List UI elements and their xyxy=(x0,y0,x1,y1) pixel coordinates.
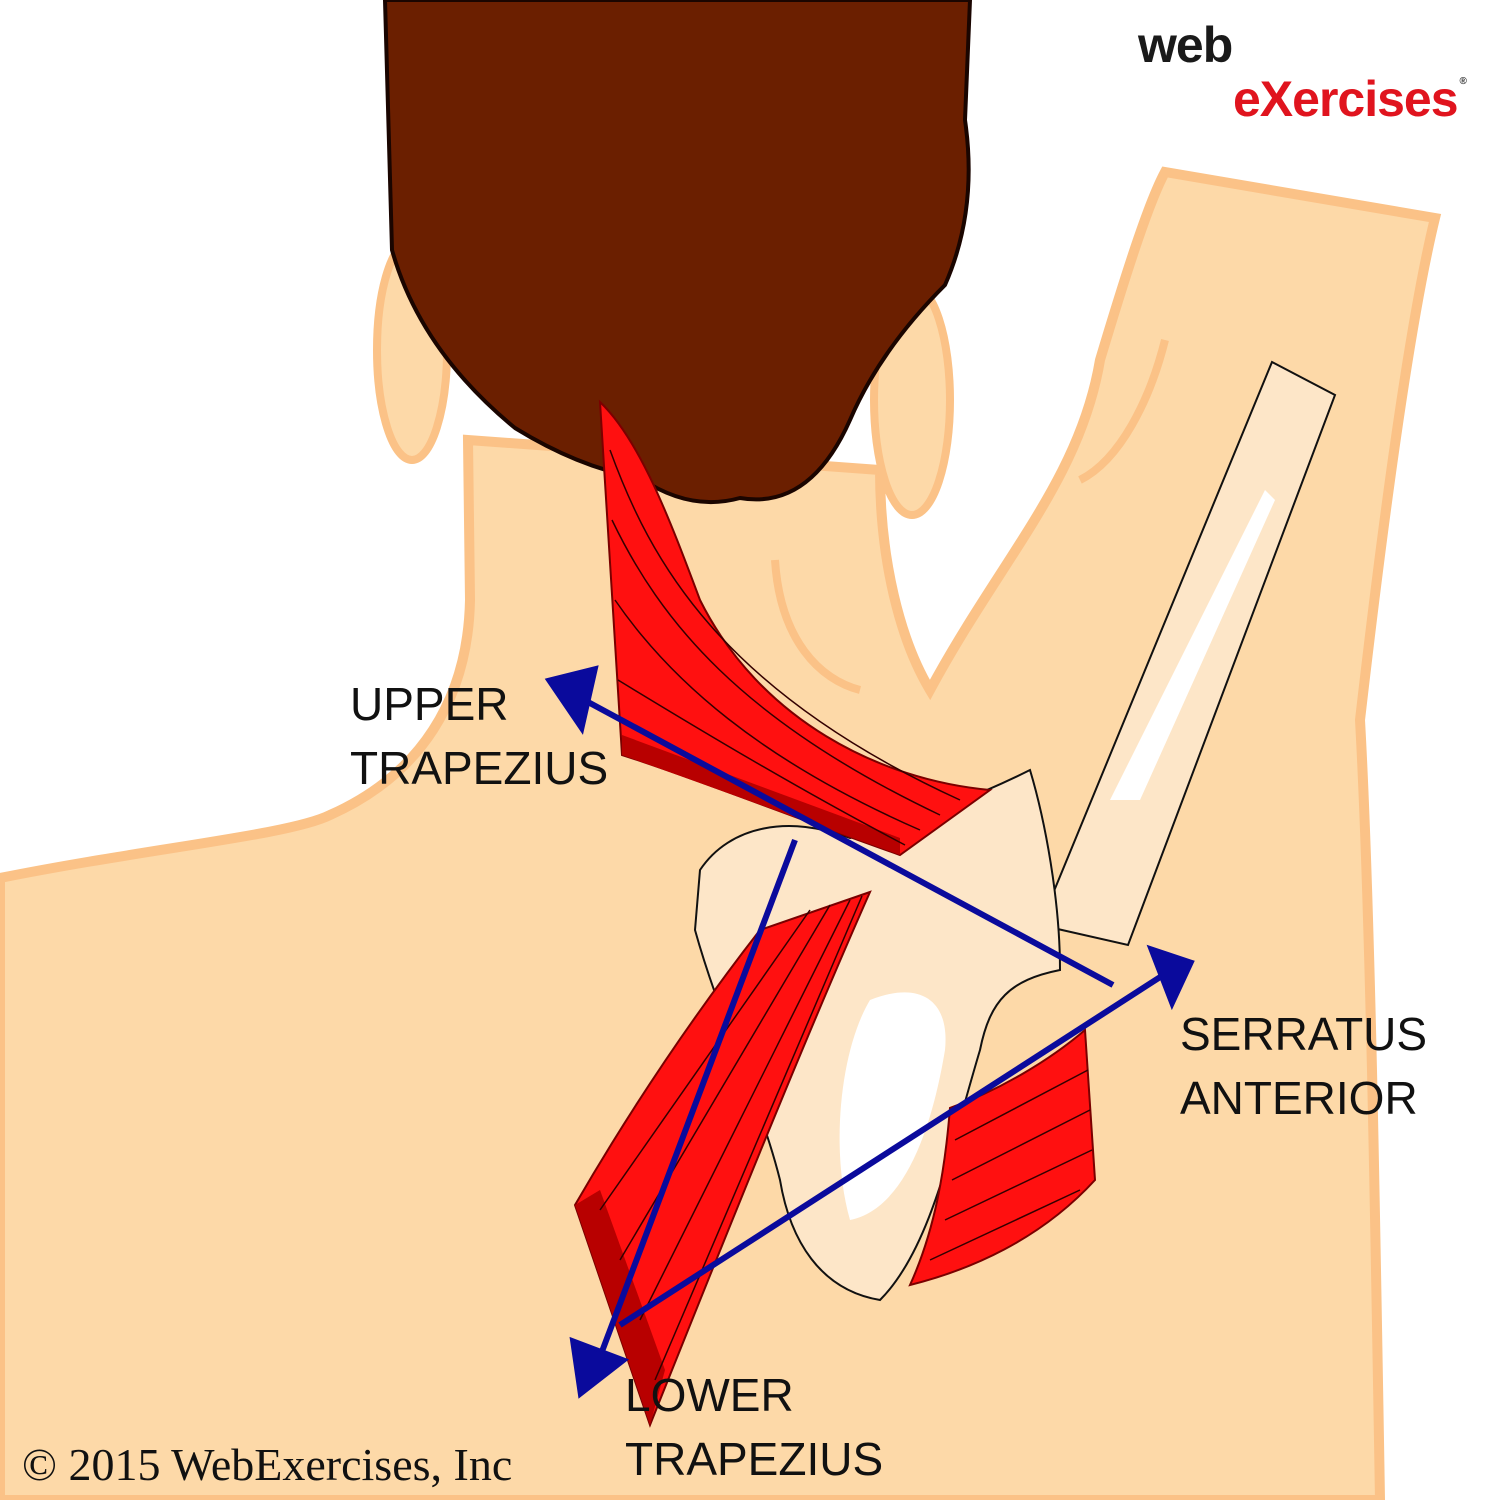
upper-trapezius-arrow xyxy=(573,692,1115,988)
logo-registered-mark: ® xyxy=(1459,76,1467,87)
neck-shade xyxy=(771,339,1169,694)
upper-trapezius-label: UPPER TRAPEZIUS xyxy=(350,672,608,800)
label-line: LOWER xyxy=(625,1369,794,1421)
lower-trapezius-label: LOWER TRAPEZIUS xyxy=(625,1363,883,1491)
label-line: ANTERIOR xyxy=(1180,1072,1418,1124)
lower-trapezius-arrow xyxy=(592,838,798,1372)
label-line: SERRATUS xyxy=(1180,1008,1428,1060)
label-line: UPPER xyxy=(350,678,509,730)
serratus-anterior-arrow xyxy=(618,969,1170,1328)
direction-arrows xyxy=(544,665,1195,1399)
humerus-highlight xyxy=(1110,490,1275,800)
logo-web-text: web xyxy=(1138,17,1233,73)
label-line: TRAPEZIUS xyxy=(350,742,609,794)
serratus-anterior-muscle xyxy=(908,1027,1097,1287)
serratus-anterior-arrowhead xyxy=(1146,944,1195,1011)
webexercises-logo: web eXercises® xyxy=(1138,18,1467,126)
muscle-fibers xyxy=(599,449,1093,1381)
logo-line-2: eXercises® xyxy=(1233,72,1467,126)
lower-trapezius-arrowhead xyxy=(569,1336,630,1399)
lower-trapezius-muscle xyxy=(573,890,872,1428)
hair xyxy=(382,0,973,505)
serratus-anterior-label: SERRATUS ANTERIOR xyxy=(1180,1002,1427,1130)
copyright-notice: © 2015 WebExercises, Inc xyxy=(22,1439,513,1490)
label-line: TRAPEZIUS xyxy=(625,1433,884,1485)
logo-exercises-text: eXercises xyxy=(1233,71,1459,127)
upper-trapezius-arrowhead xyxy=(544,665,599,735)
logo-line-1: web xyxy=(1138,18,1467,72)
